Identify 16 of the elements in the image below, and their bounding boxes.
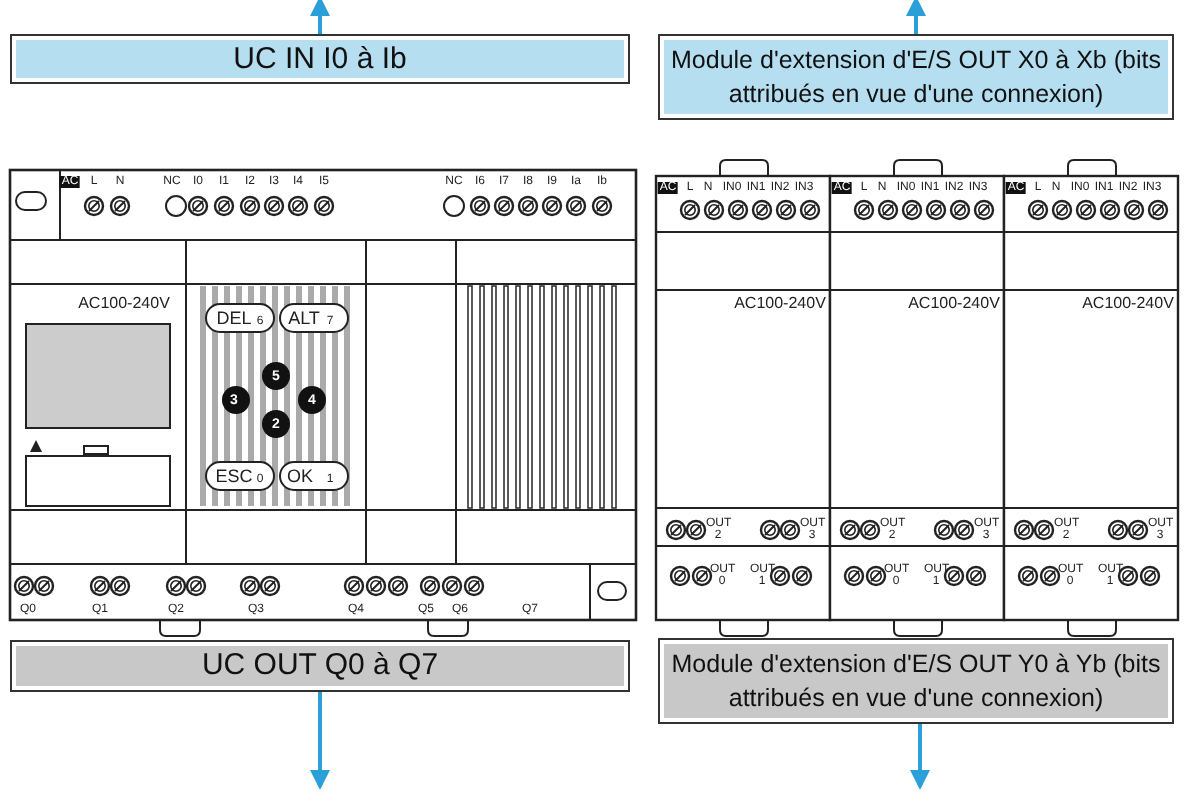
arrow [310, 692, 330, 790]
label-box: UC IN I0 à Ib [10, 34, 630, 84]
arrow [310, 0, 330, 34]
label-box: UC OUT Q0 à Q7 [10, 640, 630, 692]
arrow [906, 0, 926, 34]
voltage-label: AC100-240V [78, 296, 170, 312]
label-box: Module d'extension d'E/S OUT Y0 à Yb (bits attribués en vue d'une connexion) [658, 638, 1174, 724]
button-label: DEL [216, 310, 252, 328]
button-label: ALT [288, 310, 320, 328]
voltage-label: AC100-240V [908, 296, 1000, 312]
label-box: Module d'extension d'E/S OUT X0 à Xb (bits attribués en vue d'une connexion) [658, 34, 1174, 120]
button-label: ESC [215, 468, 253, 486]
voltage-label: AC100-240V [734, 296, 826, 312]
voltage-label: AC100-240V [1082, 296, 1174, 312]
arrow [910, 724, 930, 790]
button-label: OK [287, 468, 313, 486]
